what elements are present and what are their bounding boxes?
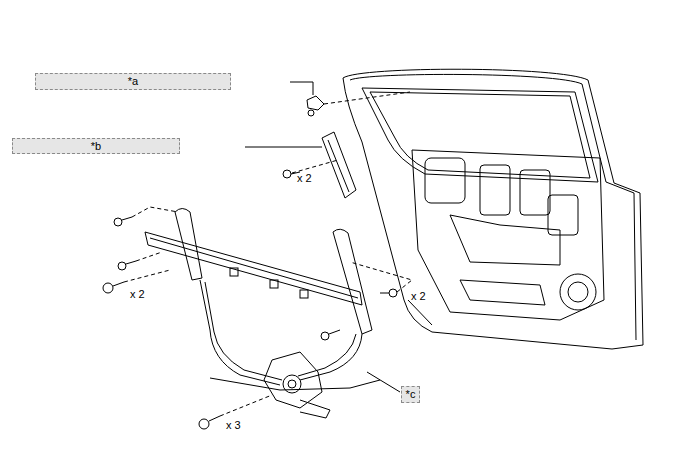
bracket-part [290, 82, 410, 116]
window-regulator [145, 209, 400, 419]
quantity-label: x 2 [411, 291, 426, 302]
callout-letter: *b [91, 141, 101, 152]
door-panel [343, 69, 643, 349]
quantity-label: x 2 [297, 173, 312, 184]
callout-letter: *a [128, 76, 138, 87]
callout-box: *b [12, 138, 180, 154]
guide-part [245, 132, 356, 198]
quantity-label: x 3 [226, 420, 241, 431]
callout-box: *c [401, 386, 420, 403]
callout-letter: *c [406, 389, 416, 400]
quantity-label: x 2 [130, 289, 145, 300]
bolt-symbols [103, 207, 412, 429]
callout-box: *a [35, 73, 231, 90]
